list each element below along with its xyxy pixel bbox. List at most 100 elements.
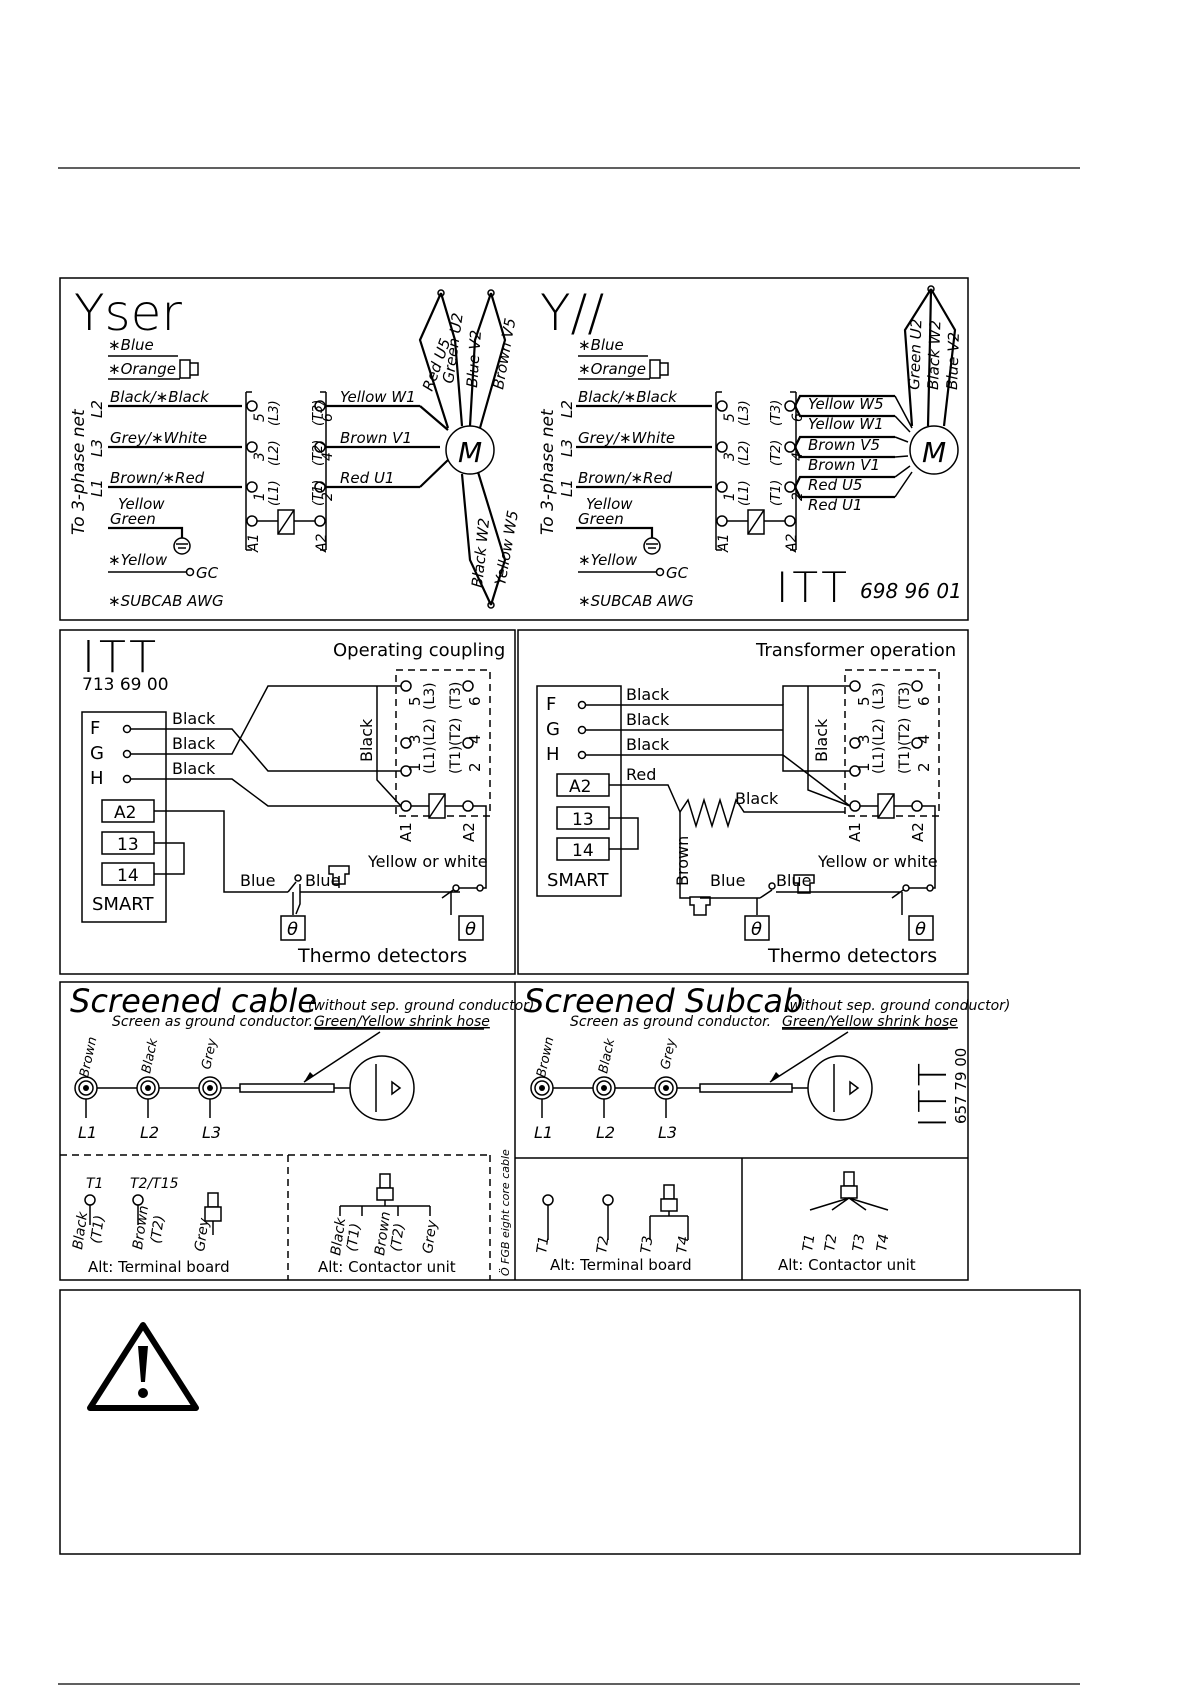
green-label: Green xyxy=(110,510,156,528)
blue-label: ∗Blue xyxy=(108,336,154,354)
orange-label: ∗Orange xyxy=(578,360,646,378)
term-2: 2 xyxy=(320,492,336,501)
brown-v5-label: Brown V5 xyxy=(489,317,519,391)
eight-core-label: Ö FGB eight core cable xyxy=(499,1149,512,1276)
term-l1: (L1) xyxy=(422,746,438,774)
g-label: G xyxy=(546,719,560,740)
term-l3: (L3) xyxy=(422,682,438,710)
thermo-detector-icon xyxy=(458,915,484,941)
grey-white-label: Grey/∗White xyxy=(578,429,675,447)
t1-paren-label: (T1) xyxy=(88,1214,108,1244)
alt-contactor-label: Alt: Contactor unit xyxy=(318,1258,456,1276)
blue-label: ∗Blue xyxy=(578,336,624,354)
t4-label: T4 xyxy=(874,1233,892,1253)
grey-white-label: Grey/∗White xyxy=(110,429,207,447)
box-14: 14 xyxy=(572,841,594,861)
term-3: 3 xyxy=(722,452,738,461)
term-t1: (T1) xyxy=(897,746,913,774)
term-3: 3 xyxy=(406,734,424,744)
blue-label: Blue xyxy=(710,871,745,890)
l1-label: L1 xyxy=(88,479,106,497)
motor-label: M xyxy=(458,436,482,469)
red-u1-label: Red U1 xyxy=(808,496,862,514)
operating-title: Operating coupling xyxy=(333,640,505,661)
term-4: 4 xyxy=(320,452,336,461)
term-a2: A2 xyxy=(460,822,478,842)
itt-logo: ITT xyxy=(776,563,851,612)
t2-paren-label: (T2) xyxy=(148,1214,168,1244)
black-label: Black xyxy=(735,789,779,808)
thermo-label: Thermo detectors xyxy=(767,945,937,967)
black-w2-label: Black W2 xyxy=(924,320,944,390)
coax-icon xyxy=(74,1076,98,1100)
smart-label: SMART xyxy=(92,894,154,915)
brown-red-label: Brown/∗Red xyxy=(578,469,673,487)
gc-label: GC xyxy=(196,564,219,582)
red-u1-label: Red U1 xyxy=(340,469,394,487)
yellow-w5-label: Yellow W5 xyxy=(808,395,884,413)
term-l3: (L3) xyxy=(267,400,282,426)
alt-contactor-label: Alt: Contactor unit xyxy=(778,1256,916,1274)
term-a2: A2 xyxy=(909,822,927,842)
term-6: 6 xyxy=(790,413,806,422)
red-label: Red xyxy=(626,765,656,784)
l2-label: L2 xyxy=(140,1123,159,1142)
a2-box: A2 xyxy=(114,803,136,823)
subcab-label: ∗SUBCAB AWG xyxy=(108,592,224,610)
t2-label: T2 xyxy=(594,1235,612,1255)
yser-diagram: Yser ∗Blue ∗Orange To 3-phase net L2 L3 … xyxy=(69,284,522,610)
term-3: 3 xyxy=(252,452,268,461)
brown-label: Brown xyxy=(77,1036,100,1079)
term-1: 1 xyxy=(406,762,424,772)
term-4: 4 xyxy=(466,734,484,744)
term-l3: (L3) xyxy=(871,682,887,710)
black-label: Black xyxy=(172,759,216,778)
motor-connection-panel xyxy=(59,277,969,621)
l3-label: L3 xyxy=(558,439,576,457)
h-label: H xyxy=(90,768,104,789)
black-w2-label: Black W2 xyxy=(468,517,493,588)
green-u2-label: Green U2 xyxy=(439,312,467,385)
operating-coupling-panel xyxy=(59,629,516,975)
motor-icon xyxy=(909,425,959,475)
black-black-label: Black/∗Black xyxy=(578,388,678,406)
yellow-w1-label: Yellow W1 xyxy=(340,388,416,406)
t1-label: T1 xyxy=(800,1233,818,1253)
term-a1: A1 xyxy=(246,534,262,553)
yellow-label: Yellow xyxy=(586,495,633,513)
part-number: 657 79 00 xyxy=(952,1048,970,1124)
term-6: 6 xyxy=(915,696,933,706)
brown-label: Brown xyxy=(372,1211,394,1257)
note-label: (without sep. ground conductor) xyxy=(784,998,1010,1014)
brown-red-label: Brown/∗Red xyxy=(110,469,205,487)
screen-label: Screen as ground conductor. xyxy=(570,1014,771,1030)
term-a1: A1 xyxy=(397,822,415,842)
term-t1: (T1) xyxy=(769,480,784,506)
warning-box xyxy=(59,1289,1081,1555)
term-a2: A2 xyxy=(784,533,800,553)
t1-label: T1 xyxy=(86,1176,103,1192)
hose-label: Green/Yellow shrink hose xyxy=(314,1014,490,1030)
blue-v2-label: Blue V2 xyxy=(943,332,963,390)
yser-title: Yser xyxy=(74,284,182,342)
blue-label: Blue xyxy=(240,871,275,890)
screened-subcab-title: Screened Subcab xyxy=(524,982,803,1020)
green-label: Green xyxy=(578,510,624,528)
gc-label: GC xyxy=(666,564,689,582)
yellow-gc-label: ∗Yellow xyxy=(108,551,168,569)
term-5: 5 xyxy=(406,696,424,706)
term-6: 6 xyxy=(466,696,484,706)
l2-label: L2 xyxy=(596,1123,615,1142)
t2-paren-label: (T2) xyxy=(388,1222,408,1252)
alt-terminal-label: Alt: Terminal board xyxy=(550,1256,692,1274)
black-label: Black xyxy=(172,734,216,753)
box-13: 13 xyxy=(572,810,594,830)
ground-plug-icon xyxy=(349,1055,415,1121)
l3-label: L3 xyxy=(88,439,106,457)
ypar-diagram: Y// ∗Blue ∗Orange To 3-phase net L2 L3 L… xyxy=(538,284,963,612)
h-label: H xyxy=(546,744,560,765)
term-3: 3 xyxy=(855,734,873,744)
itt-logo: ITT xyxy=(82,632,160,683)
t4-label: T4 xyxy=(674,1235,692,1255)
term-a1: A1 xyxy=(846,822,864,842)
